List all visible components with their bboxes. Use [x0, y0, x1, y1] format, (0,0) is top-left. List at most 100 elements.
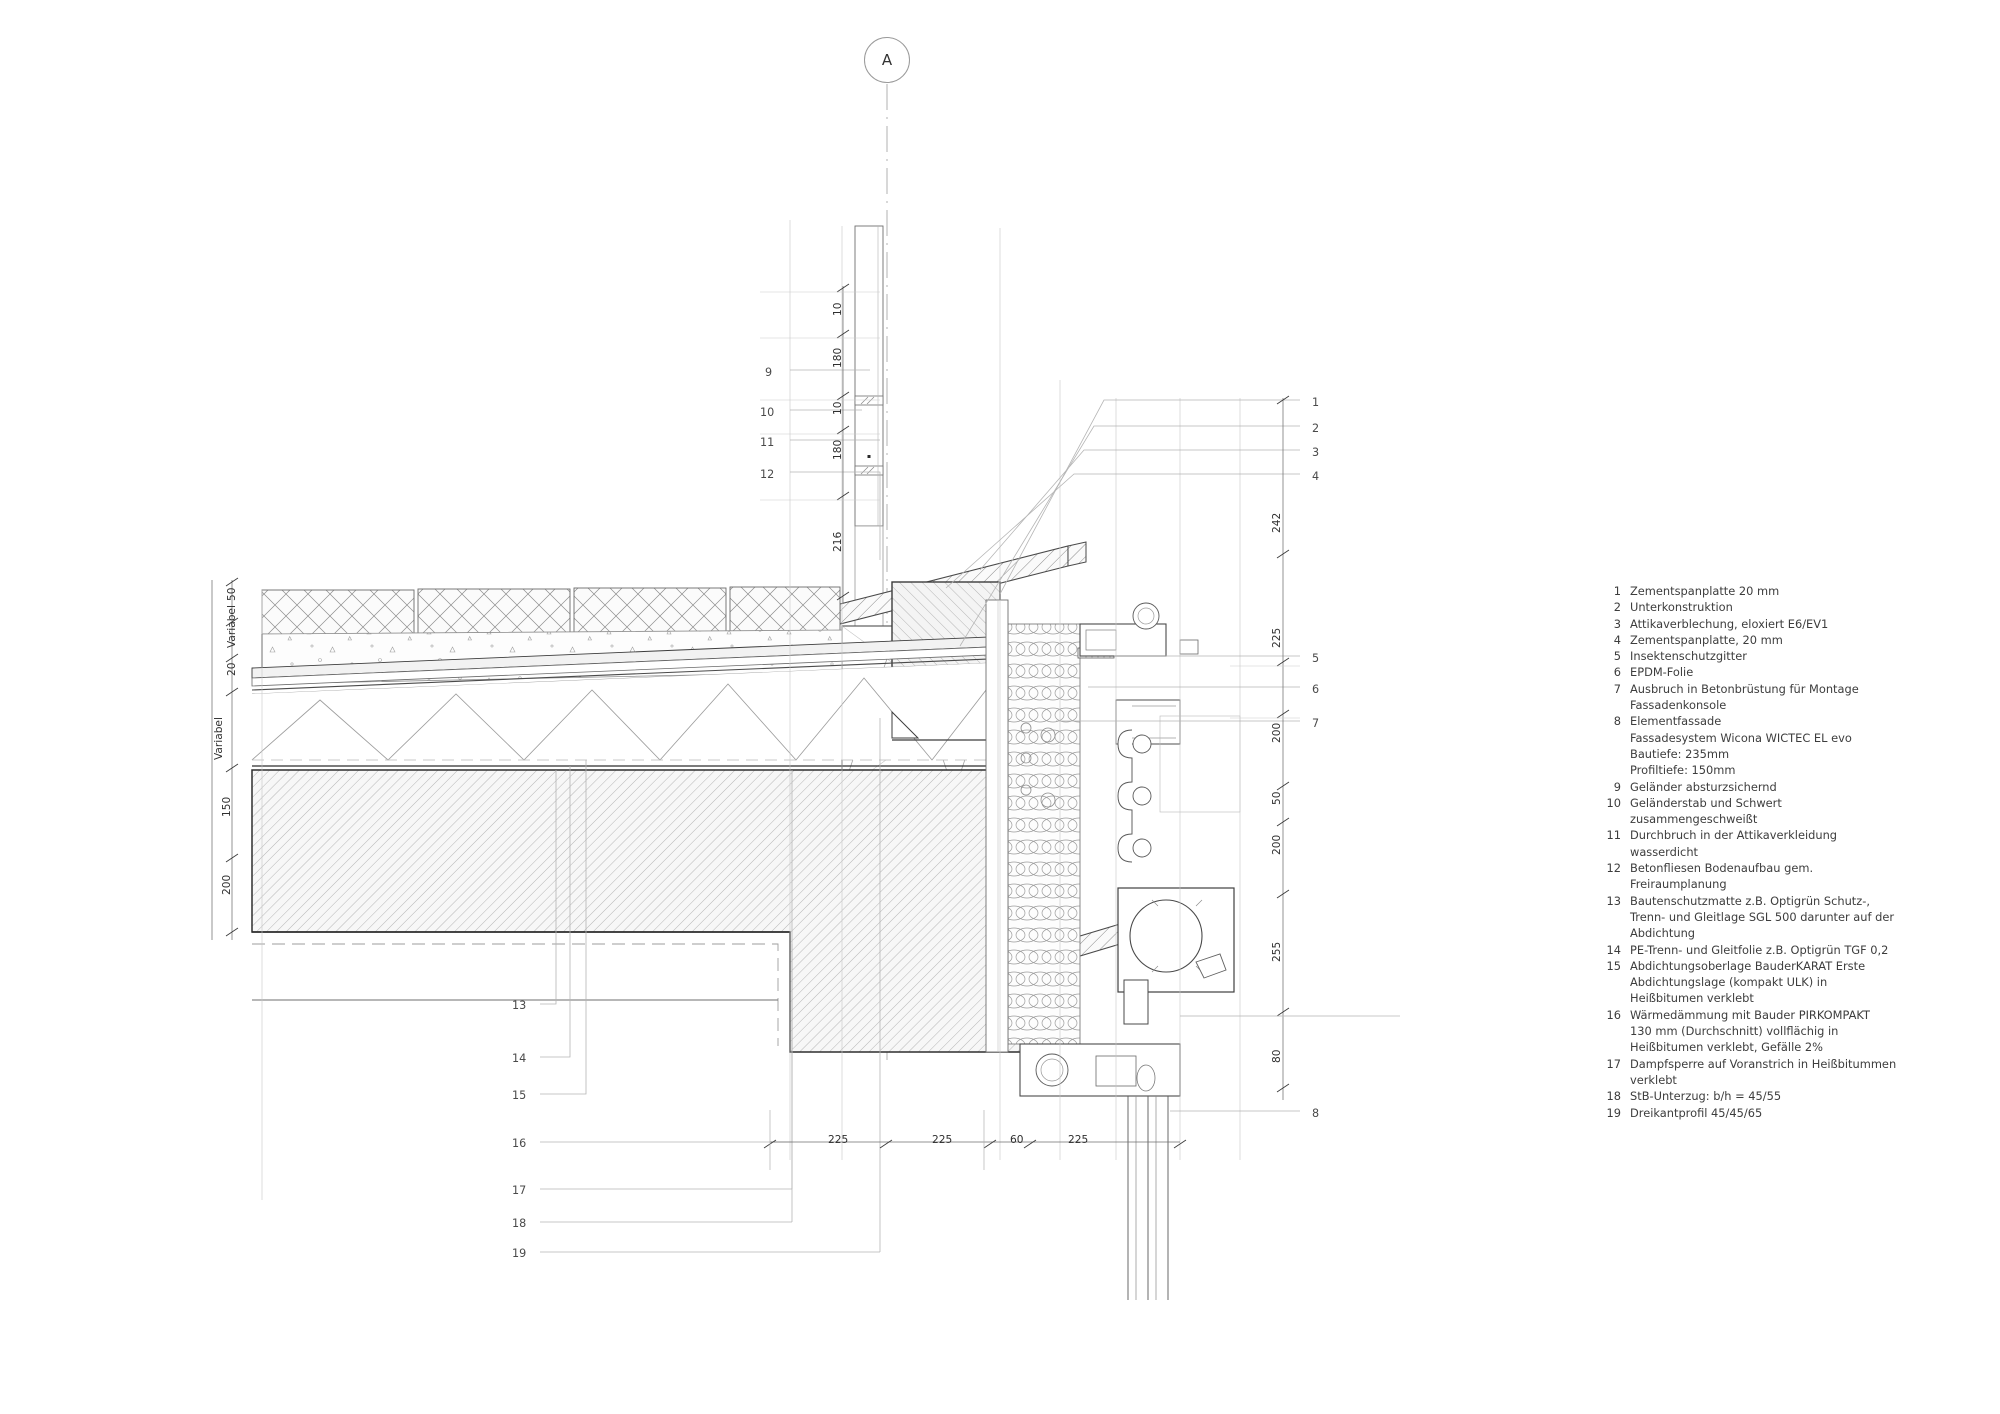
- leader-lines-right: [945, 399, 1300, 1112]
- dimension-label: 180: [832, 439, 844, 460]
- callout-number: 13: [512, 999, 527, 1012]
- legend-item-text: Unterkonstruktion: [1630, 600, 1733, 615]
- legend-item-text: StB-Unterzug: b/h = 45/55: [1630, 1089, 1782, 1104]
- legend-item-number: 17: [1606, 1056, 1622, 1071]
- callout-number: 6: [1312, 683, 1320, 696]
- callout-number: 10: [760, 406, 775, 419]
- glazing-unit: [1127, 1096, 1169, 1300]
- callout-number: 11: [760, 436, 775, 449]
- callout-number: 2: [1312, 422, 1320, 435]
- legend-item: 17 Dampfsperre auf Voranstrich in Heißbit…: [1601, 1056, 1911, 1089]
- callout-number: 4: [1312, 470, 1320, 483]
- dimension-label: 225: [932, 1134, 953, 1146]
- dimension-label: Variabel: [213, 717, 225, 760]
- callout-number: 12: [760, 468, 775, 481]
- callout-number: 8: [1312, 1107, 1320, 1120]
- legend-item-number: 12: [1606, 861, 1622, 876]
- dimension-line-parapet: [760, 283, 880, 604]
- legend-item-text: Durchbruch in der Attikaverkleidung wass…: [1630, 828, 1838, 859]
- dimension-label: 225: [1068, 1134, 1089, 1146]
- legend-item: 12 Betonfliesen Bodenaufbau gem. Freiraum…: [1601, 860, 1911, 893]
- legend-item-number: 1: [1613, 584, 1621, 598]
- legend-item-number: 5: [1613, 649, 1621, 664]
- legend-item-number: 16: [1606, 1007, 1622, 1022]
- dimension-label: 200: [221, 874, 233, 895]
- legend-item: 1 Zementspanplatte 20 mm: [1601, 583, 1911, 599]
- dimension-label: 10: [832, 401, 844, 415]
- railing-assembly: [854, 225, 884, 631]
- curtain-wall-profiles: [1019, 602, 1241, 1097]
- dimension-label: Variabel: [226, 605, 238, 648]
- legend-list: 1 Zementspanplatte 20 mm 2 Unterkonstruktio…: [1601, 583, 1911, 1121]
- construction-lines: [261, 220, 1241, 1200]
- legend-item-text: Ausbruch in Betonbrüstung für Montage Fa…: [1630, 681, 1859, 713]
- legend-item: 19 Dreikantprofil 45/45/65: [1601, 1105, 1911, 1121]
- legend-item-number: 18: [1606, 1089, 1622, 1104]
- callout-number: 1: [1312, 396, 1320, 409]
- dimension-line-left: [225, 577, 239, 940]
- dimension-label: 60: [1010, 1134, 1024, 1146]
- legend-item: 2 Unterkonstruktion: [1601, 599, 1911, 615]
- dimension-label: 225: [828, 1134, 849, 1146]
- leader-lines-left: [790, 369, 881, 560]
- dimension-label: 200: [1271, 834, 1283, 855]
- legend-item-text: Elementfassade Fassadesystem Wicona WICT…: [1630, 714, 1852, 778]
- dimension-label: 255: [1271, 941, 1283, 962]
- dimension-label: 242: [1271, 512, 1283, 533]
- dimension-line-bottom: [763, 1110, 1187, 1170]
- legend-item-number: 19: [1606, 1105, 1622, 1120]
- dimension-label: 80: [1271, 1049, 1283, 1063]
- legend-item-number: 13: [1606, 893, 1622, 908]
- legend-item-text: Wärmedämmung mit Bauder PIRKOMPAKT 130 m…: [1630, 1007, 1870, 1055]
- legend-item-text: Zementspanplatte 20 mm: [1630, 584, 1780, 598]
- dimension-label: 50: [1271, 791, 1283, 805]
- legend-item: 3 Attikaverblechung, eloxiert E6/EV1: [1601, 616, 1911, 632]
- dimension-label: 10: [832, 302, 844, 316]
- legend-item-text: Dreikantprofil 45/45/65: [1630, 1105, 1763, 1120]
- legend-item-number: 7: [1613, 681, 1621, 696]
- legend-item: 18 StB-Unterzug: b/h = 45/55: [1601, 1088, 1911, 1104]
- legend-item: 7 Ausbruch in Betonbrüstung für Montage F…: [1601, 681, 1911, 714]
- dimension-line-right: [1180, 395, 1360, 1100]
- dimension-label: 200: [1271, 722, 1283, 743]
- callout-number: 9: [765, 366, 773, 379]
- legend-item: 10 Geländerstab und Schwert zusammengesch…: [1601, 795, 1911, 828]
- legend-item-number: 4: [1613, 632, 1621, 647]
- legend-item-number: 11: [1606, 828, 1622, 843]
- callout-number: 7: [1312, 717, 1320, 730]
- legend-item-text: Betonfliesen Bodenaufbau gem. Freiraumpl…: [1630, 861, 1814, 892]
- legend-item-text: Geländerstab und Schwert zusammengeschwe…: [1630, 795, 1782, 827]
- leader-lines-bottom-left: [540, 718, 881, 1253]
- legend-item-number: 3: [1613, 616, 1621, 631]
- legend-item-text: Insektenschutzgitter: [1630, 649, 1747, 664]
- callout-number: 18: [512, 1217, 527, 1230]
- facade-backing-wall: [985, 599, 1009, 1053]
- legend-item-text: EPDM-Folie: [1630, 665, 1694, 680]
- legend-item-text: Dampfsperre auf Voranstrich in Heißbitum…: [1630, 1056, 1897, 1087]
- triangular-fillet: [891, 710, 920, 739]
- legend-item: 11 Durchbruch in der Attikaverkleidung wa…: [1601, 827, 1911, 860]
- legend-item-text: Bautenschutzmatte z.B. Optigrün Schutz-,…: [1630, 893, 1895, 941]
- thermal-insulation-layer: [251, 660, 1060, 761]
- section-marker-label: A: [881, 50, 893, 69]
- legend-item-number: 2: [1613, 600, 1621, 615]
- legend-item-number: 14: [1606, 942, 1622, 957]
- dimension-label: 20: [226, 662, 238, 676]
- membrane-layers: [251, 633, 1061, 695]
- dimension-label: 225: [1271, 627, 1283, 648]
- facade-mineral-wool: [1007, 623, 1081, 1045]
- concrete-slab: [251, 769, 1061, 1053]
- callout-number: 17: [512, 1184, 527, 1197]
- callout-number: 14: [512, 1052, 527, 1065]
- legend-item-text: Attikaverblechung, eloxiert E6/EV1: [1630, 616, 1829, 631]
- legend-item: 13 Bautenschutzmatte z.B. Optigrün Schutz…: [1601, 893, 1911, 942]
- legend-item-number: 10: [1606, 795, 1622, 810]
